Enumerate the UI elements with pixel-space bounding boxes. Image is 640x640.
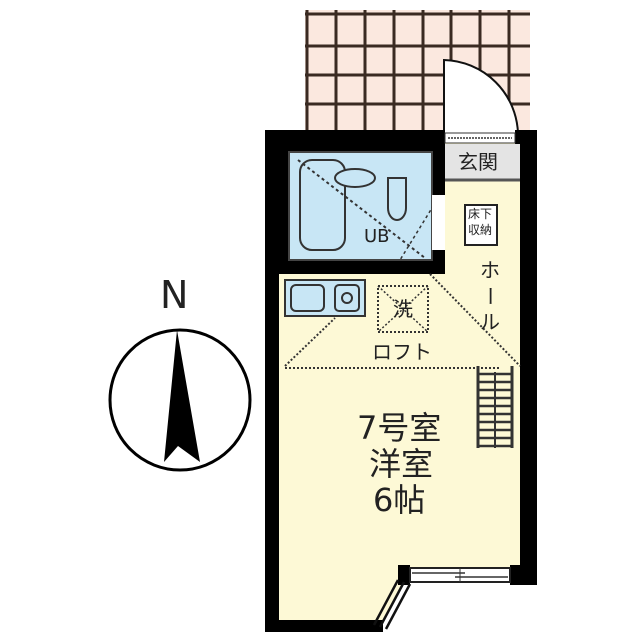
storage-box	[464, 204, 498, 246]
hall-label-1: ホ	[480, 258, 500, 282]
storage-label-1: 床下	[468, 207, 493, 221]
loft-ladder	[476, 366, 514, 448]
compass-north-label: N	[160, 273, 189, 317]
unit-bath-label: UB	[364, 226, 390, 247]
room-type-label: 洋室	[369, 445, 434, 483]
hall-label-3: ル	[480, 310, 500, 334]
kitchen	[284, 279, 366, 317]
outer-walls	[265, 130, 537, 632]
washer-space	[377, 285, 429, 333]
unit-bath	[279, 144, 445, 274]
entrance-label: 玄関	[458, 150, 498, 174]
window-angled	[372, 579, 412, 630]
loft-label: ロフト	[372, 340, 432, 364]
hall-label-2: ー	[478, 286, 502, 306]
washer-label: 洗	[393, 297, 413, 321]
storage-label-2: 収納	[468, 223, 493, 237]
room-number-label: 7号室	[357, 409, 442, 447]
north-arrow-icon	[164, 330, 200, 462]
balcony-tiles	[305, 10, 530, 135]
room-size-label: 6帖	[373, 481, 426, 519]
compass	[108, 328, 252, 472]
window-bottom	[409, 567, 511, 583]
entrance-area	[445, 144, 520, 180]
